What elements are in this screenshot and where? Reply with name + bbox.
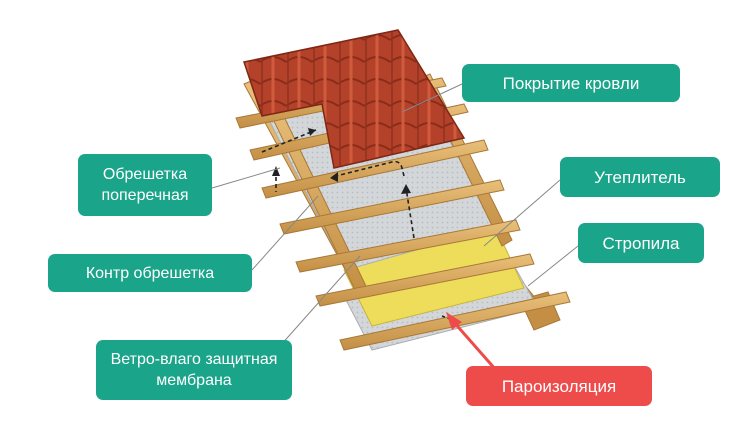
label-vapor-barrier: Пароизоляция [466, 366, 652, 406]
label-counter-lathing: Контр обрешетка [48, 254, 252, 292]
label-rafters: Стропила [578, 223, 704, 263]
label-roof-covering: Покрытие кровли [462, 64, 680, 102]
label-membrane: Ветро-влаго защитная мембрана [96, 340, 292, 400]
label-insulation: Утеплитель [560, 157, 720, 197]
label-cross-lathing: Обрешетка поперечная [78, 154, 212, 216]
